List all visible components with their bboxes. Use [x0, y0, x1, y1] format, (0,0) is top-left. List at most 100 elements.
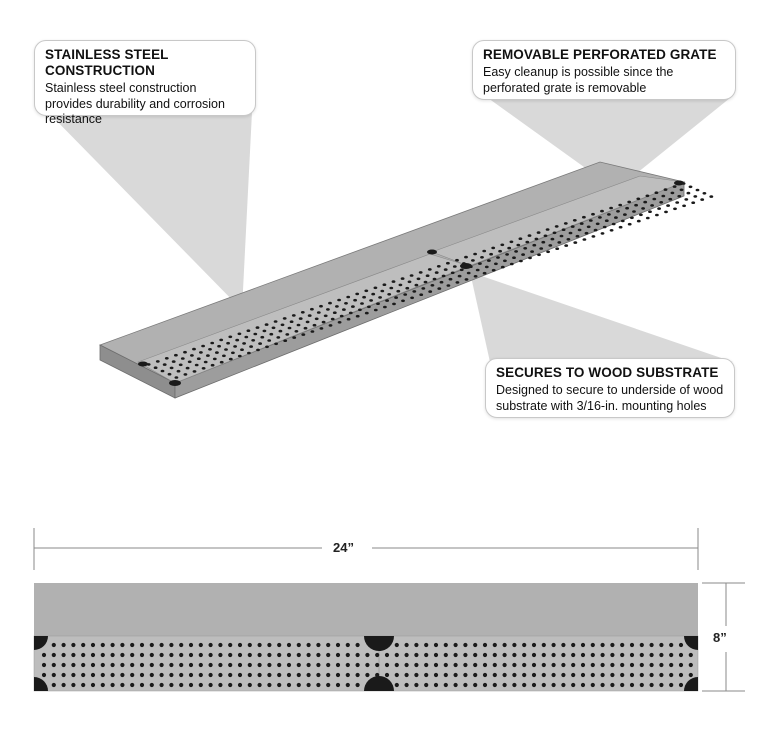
grate-hole	[264, 323, 269, 326]
grate-hole	[516, 243, 521, 247]
grate-hole	[580, 682, 586, 688]
grate-hole	[571, 662, 576, 668]
grate-hole	[192, 347, 196, 351]
grate-hole	[130, 662, 135, 668]
grate-hole	[345, 682, 350, 688]
grate-hole	[380, 289, 385, 293]
grate-hole	[620, 652, 625, 658]
grate-hole	[61, 682, 66, 688]
grate-hole	[541, 642, 546, 648]
grate-hole	[286, 672, 292, 678]
grate-hole	[233, 345, 238, 348]
callout-wood-substrate: SECURES TO WOOD SUBSTRATE Designed to se…	[485, 358, 735, 418]
grate-hole	[532, 243, 537, 247]
grate-hole	[457, 274, 462, 278]
grate-hole	[283, 339, 288, 343]
grate-hole	[453, 672, 458, 678]
grate-hole	[580, 672, 586, 678]
grate-hole	[639, 682, 644, 688]
grate-hole	[219, 360, 224, 364]
grate-hole	[473, 672, 478, 678]
grate-hole	[188, 672, 194, 678]
grate-hole	[339, 314, 344, 318]
grate-hole	[208, 642, 213, 648]
width-dimension-line	[33, 528, 699, 570]
grate-hole	[208, 348, 212, 351]
grate-hole	[419, 293, 424, 297]
grate-hole	[326, 642, 331, 648]
grate-hole	[507, 246, 512, 250]
grate-hole	[455, 281, 460, 284]
grate-hole	[450, 271, 455, 275]
grate-hole	[249, 345, 254, 348]
grate-hole	[110, 662, 115, 668]
corner-notch	[427, 249, 437, 255]
grate-hole	[237, 332, 242, 336]
grate-hole	[321, 320, 326, 324]
grate-hole	[541, 240, 546, 244]
grate-hole	[664, 210, 668, 214]
grate-hole	[550, 237, 555, 241]
grate-hole	[522, 662, 527, 668]
callout-title: SECURES TO WOOD SUBSTRATE	[496, 365, 719, 380]
grate-hole	[541, 662, 546, 668]
grate-hole	[600, 662, 605, 668]
grate-hole	[237, 672, 243, 678]
grate-hole	[100, 642, 105, 648]
grate-hole	[71, 642, 76, 648]
grate-hole	[169, 366, 174, 370]
grate-hole	[645, 194, 650, 198]
grate-hole	[610, 672, 615, 678]
grate-hole	[522, 652, 527, 658]
grate-hole	[433, 672, 439, 678]
grate-hole	[424, 682, 429, 688]
callout-beam-grate	[488, 98, 730, 190]
grate-hole	[41, 662, 47, 668]
grate-hole	[673, 207, 677, 211]
grate-hole	[629, 682, 635, 688]
grate-hole	[282, 317, 287, 320]
grate-hole	[218, 672, 223, 678]
grate-hole	[489, 252, 493, 256]
grate-hole	[130, 682, 135, 688]
grate-hole	[110, 642, 115, 648]
grate-hole	[584, 231, 589, 235]
grate-hole	[169, 652, 174, 658]
grate-hole	[522, 672, 527, 678]
grate-hole	[130, 652, 135, 658]
grate-hole	[400, 277, 405, 280]
grate-hole	[159, 682, 164, 688]
grate-hole	[257, 642, 262, 648]
grate-hole	[169, 662, 174, 668]
grate-hole	[528, 256, 532, 260]
grate-hole	[237, 682, 243, 688]
grate-hole	[100, 682, 105, 688]
grate-hole	[492, 662, 497, 668]
grate-hole	[512, 672, 517, 678]
grate-hole	[505, 253, 509, 256]
grate-hole	[546, 250, 550, 254]
grate-hole	[176, 369, 181, 373]
grate-hole	[247, 662, 252, 668]
corner-notch	[169, 380, 181, 386]
grate-hole	[401, 299, 405, 303]
grate-hole	[348, 311, 353, 315]
grate-hole	[571, 642, 576, 648]
grate-hole	[301, 333, 306, 336]
grate-hole	[306, 662, 311, 668]
grate-hole	[71, 682, 76, 688]
grate-hole	[530, 250, 534, 253]
grate-hole	[433, 642, 439, 648]
grate-hole	[423, 280, 428, 284]
grate-hole	[307, 314, 312, 317]
grate-hole	[267, 652, 272, 658]
grate-hole	[61, 662, 66, 668]
grate-hole	[376, 302, 380, 306]
grate-hole	[580, 662, 586, 668]
grate-hole	[394, 296, 398, 299]
grate-hole	[403, 293, 408, 296]
grate-hole	[271, 326, 276, 330]
grate-hole	[502, 672, 507, 678]
grate-hole	[561, 228, 566, 231]
grate-hole	[330, 317, 335, 321]
